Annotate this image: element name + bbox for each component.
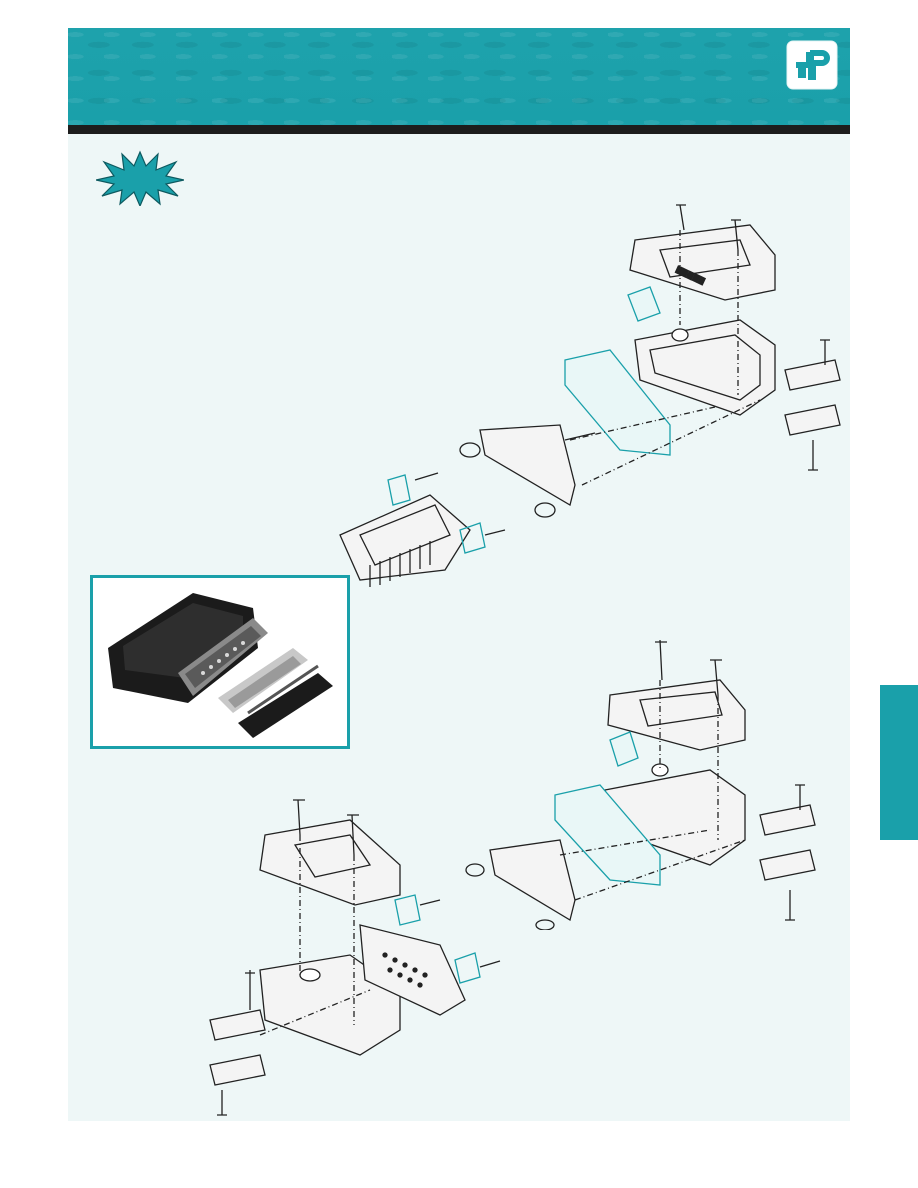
company-logo-icon	[786, 40, 838, 90]
page-panel	[68, 28, 850, 1121]
section-side-tab	[880, 685, 918, 840]
header-divider	[68, 125, 850, 134]
connector-hood-photo	[90, 575, 350, 749]
starburst-icon	[96, 150, 184, 206]
header-banner	[68, 28, 850, 125]
exploded-assembly-diagram-bottom-right	[465, 640, 816, 930]
exploded-assembly-diagram-top: ▇▇▇▇▇	[339, 204, 841, 587]
exploded-assembly-diagram-bottom-left	[209, 799, 501, 1116]
